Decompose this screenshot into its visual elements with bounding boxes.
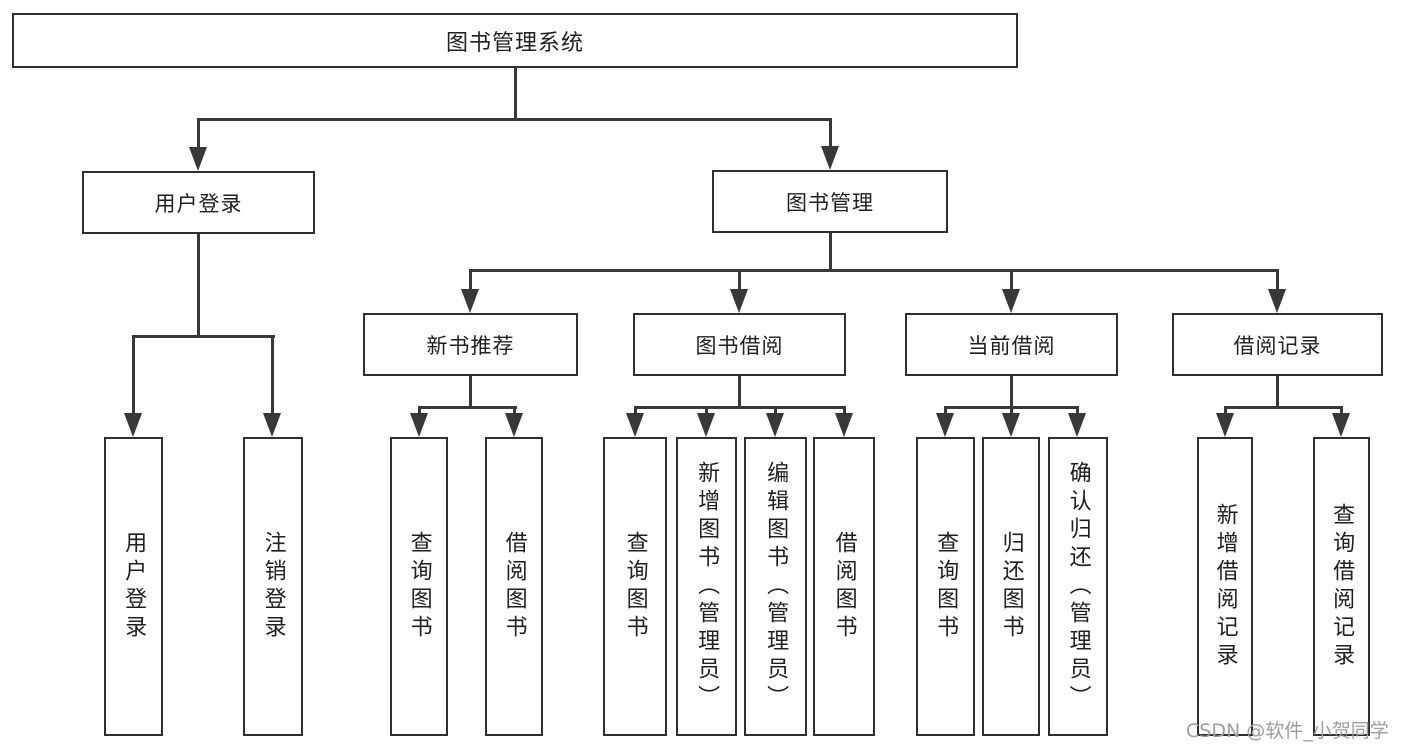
arrowhead-leaf-c1: [626, 413, 644, 437]
connector-new-book-stem: [469, 376, 472, 406]
connector-leaf-d2-stem: [1010, 406, 1013, 414]
arrowhead-to-user-login: [189, 147, 207, 171]
arrowhead-leaf-d1: [936, 413, 954, 437]
leaf-borrow-books: 借阅图书: [813, 437, 875, 736]
node-borrowing-records: 借阅记录: [1172, 313, 1383, 376]
leaf-borrow-books-label: 借阅图书: [831, 530, 857, 643]
leaf-query-books-recommend-label: 查询图书: [406, 530, 432, 643]
node-new-book-recommend: 新书推荐: [363, 313, 578, 376]
leaf-query-books-current: 查询图书: [916, 437, 975, 736]
arrowhead-leaf-e1: [1216, 413, 1234, 437]
csdn-watermark: CSDN @软件_小贺同学: [1186, 720, 1389, 742]
leaf-query-books-current-label: 查询图书: [933, 530, 959, 643]
arrowhead-leaf-b1: [410, 413, 428, 437]
leaf-borrow-books-recommend: 借阅图书: [485, 437, 543, 736]
leaf-logout-label: 注销登录: [260, 530, 286, 643]
connector-book-mgmt-stem: [829, 233, 832, 269]
leaf-query-borrow-record: 查询借阅记录: [1313, 437, 1370, 736]
leaf-confirm-return-admin: 确认归还（管理员）: [1048, 437, 1108, 736]
node-user-login: 用户登录: [82, 171, 315, 234]
connector-leaf-logout-stem: [271, 335, 274, 413]
connector-leaf-b1-stem: [418, 406, 421, 414]
arrowhead-to-current-borrow: [1002, 289, 1020, 313]
node-book-management: 图书管理: [712, 170, 948, 233]
connector-book-mgmt-rail: [469, 269, 1279, 272]
connector-new-book-rail: [418, 406, 517, 409]
arrowhead-leaf-user-login: [124, 413, 142, 437]
leaf-query-books-recommend: 查询图书: [390, 437, 448, 736]
arrowhead-leaf-d2: [1002, 413, 1020, 437]
connector-leaf-d3-stem: [1076, 406, 1079, 414]
arrowhead-leaf-c4: [835, 413, 853, 437]
leaf-add-borrow-record-label: 新增借阅记录: [1212, 502, 1238, 671]
arrowhead-leaf-c2: [697, 413, 715, 437]
arrowhead-leaf-b2: [505, 413, 523, 437]
connector-to-new-book-stem: [469, 269, 472, 289]
connector-to-user-login-stem: [197, 118, 200, 147]
connector-leaf-c1-stem: [634, 406, 637, 414]
leaf-borrow-books-recommend-label: 借阅图书: [501, 530, 527, 643]
connector-book-borrow-stem: [738, 376, 741, 406]
connector-root-stem: [514, 66, 517, 118]
connector-user-login-rail: [132, 335, 275, 338]
arrowhead-to-book-borrow: [730, 289, 748, 313]
connector-current-borrow-stem: [1010, 376, 1013, 406]
node-current-borrowing: 当前借阅: [905, 313, 1118, 376]
arrowhead-leaf-logout: [263, 413, 281, 437]
connector-book-borrow-rail: [634, 406, 845, 409]
node-book-borrowing: 图书借阅: [633, 313, 846, 376]
leaf-add-books-admin: 新增图书（管理员）: [676, 437, 737, 736]
connector-to-book-borrow-stem: [738, 269, 741, 289]
leaf-edit-books-admin: 编辑图书（管理员）: [744, 437, 807, 736]
arrowhead-leaf-c3: [766, 413, 784, 437]
connector-root-rail: [197, 118, 832, 121]
leaf-return-books-label: 归还图书: [998, 530, 1024, 643]
leaf-query-books-borrowing-label: 查询图书: [622, 530, 648, 643]
arrowhead-leaf-e2: [1332, 413, 1350, 437]
leaf-user-login: 用户登录: [104, 437, 163, 736]
leaf-edit-books-admin-label: 编辑图书（管理员）: [763, 460, 789, 713]
arrowhead-to-new-book: [461, 289, 479, 313]
connector-leaf-e1-stem: [1224, 406, 1227, 414]
leaf-logout: 注销登录: [243, 437, 303, 736]
connector-leaf-user-login-stem: [132, 335, 135, 413]
connector-leaf-b2-stem: [513, 406, 516, 414]
connector-borrow-record-stem: [1276, 376, 1279, 406]
leaf-user-login-label: 用户登录: [121, 530, 147, 643]
leaf-add-borrow-record: 新增借阅记录: [1197, 437, 1253, 736]
connector-to-book-mgmt-stem: [829, 118, 832, 146]
arrowhead-to-book-mgmt: [821, 146, 839, 170]
connector-to-borrow-record-stem: [1276, 269, 1279, 289]
node-root-library-system: 图书管理系统: [12, 13, 1018, 68]
connector-leaf-c3-stem: [774, 406, 777, 414]
leaf-return-books: 归还图书: [982, 437, 1040, 736]
connector-leaf-e2-stem: [1340, 406, 1343, 414]
arrowhead-to-borrow-record: [1268, 289, 1286, 313]
leaf-confirm-return-admin-label: 确认归还（管理员）: [1065, 460, 1091, 713]
connector-leaf-c4-stem: [843, 406, 846, 414]
arrowhead-leaf-d3: [1068, 413, 1086, 437]
leaf-query-borrow-record-label: 查询借阅记录: [1329, 502, 1355, 671]
connector-to-current-borrow-stem: [1010, 269, 1013, 289]
connector-leaf-d1-stem: [944, 406, 947, 414]
connector-user-login-stem: [197, 234, 200, 335]
connector-borrow-record-rail: [1224, 406, 1343, 409]
leaf-query-books-borrowing: 查询图书: [603, 437, 667, 736]
connector-leaf-c2-stem: [705, 406, 708, 414]
leaf-add-books-admin-label: 新增图书（管理员）: [694, 460, 720, 713]
